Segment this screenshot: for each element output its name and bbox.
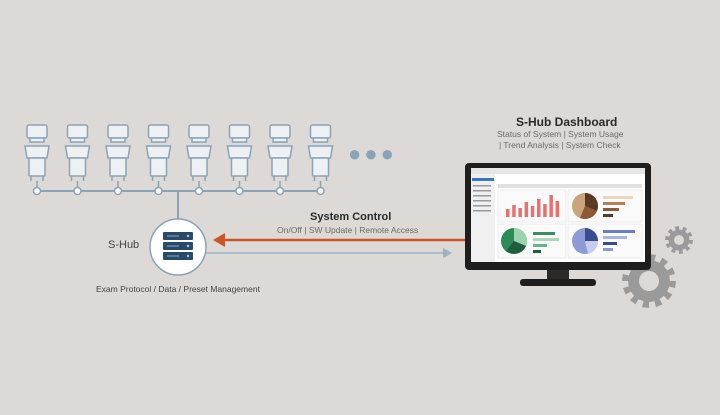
system-control-arrow xyxy=(213,233,466,247)
mini-bar xyxy=(524,202,529,217)
server-icon xyxy=(149,218,207,276)
mini-bar xyxy=(530,206,535,217)
ultrasound-device-icon xyxy=(145,124,172,191)
status-pie-chart xyxy=(572,193,598,219)
ultrasound-devices xyxy=(24,124,334,191)
bus-node xyxy=(235,186,244,196)
bus-node xyxy=(194,186,204,196)
bus-node xyxy=(73,186,82,196)
more-devices-indicator: ●●● xyxy=(348,141,397,166)
control-subtitle: On/Off | SW Update | Remote Access xyxy=(277,225,419,235)
ultrasound-device-icon xyxy=(307,124,334,191)
ultrasound-device-icon xyxy=(64,124,91,191)
bus-nodes xyxy=(32,186,325,196)
ultrasound-device-icon xyxy=(226,124,253,191)
mini-bar xyxy=(537,199,541,217)
bus-node xyxy=(275,186,285,196)
mini-bar xyxy=(518,208,522,217)
bus-node xyxy=(113,186,123,196)
bus-node xyxy=(32,186,42,196)
ultrasound-device-icon xyxy=(267,124,293,191)
usage-bar-chart xyxy=(506,195,560,217)
hub-subtitle: Exam Protocol / Data / Preset Management xyxy=(96,284,260,294)
mini-bar xyxy=(555,201,560,217)
monitor-icon xyxy=(465,163,651,286)
ultrasound-device-icon xyxy=(186,124,212,191)
hub-label: S-Hub xyxy=(108,239,140,251)
dashboard-subtitle-1: Status of System | System Usage xyxy=(497,129,624,139)
data-flow-arrow xyxy=(206,248,452,258)
bus-node xyxy=(154,186,163,196)
bus-node xyxy=(316,186,325,196)
control-title: System Control xyxy=(310,211,392,223)
mini-bar xyxy=(512,205,516,217)
ultrasound-device-icon xyxy=(105,124,131,191)
gear-icon xyxy=(665,226,693,254)
system-check-pie-chart xyxy=(572,228,599,254)
ultrasound-device-icon xyxy=(24,124,50,191)
trend-pie-chart xyxy=(501,228,527,254)
mini-bar xyxy=(506,209,510,217)
mini-bar xyxy=(543,204,547,217)
mini-bar xyxy=(549,195,553,217)
dashboard-subtitle-2: | Trend Analysis | System Check xyxy=(499,140,621,150)
dashboard-title: S-Hub Dashboard xyxy=(516,115,618,129)
